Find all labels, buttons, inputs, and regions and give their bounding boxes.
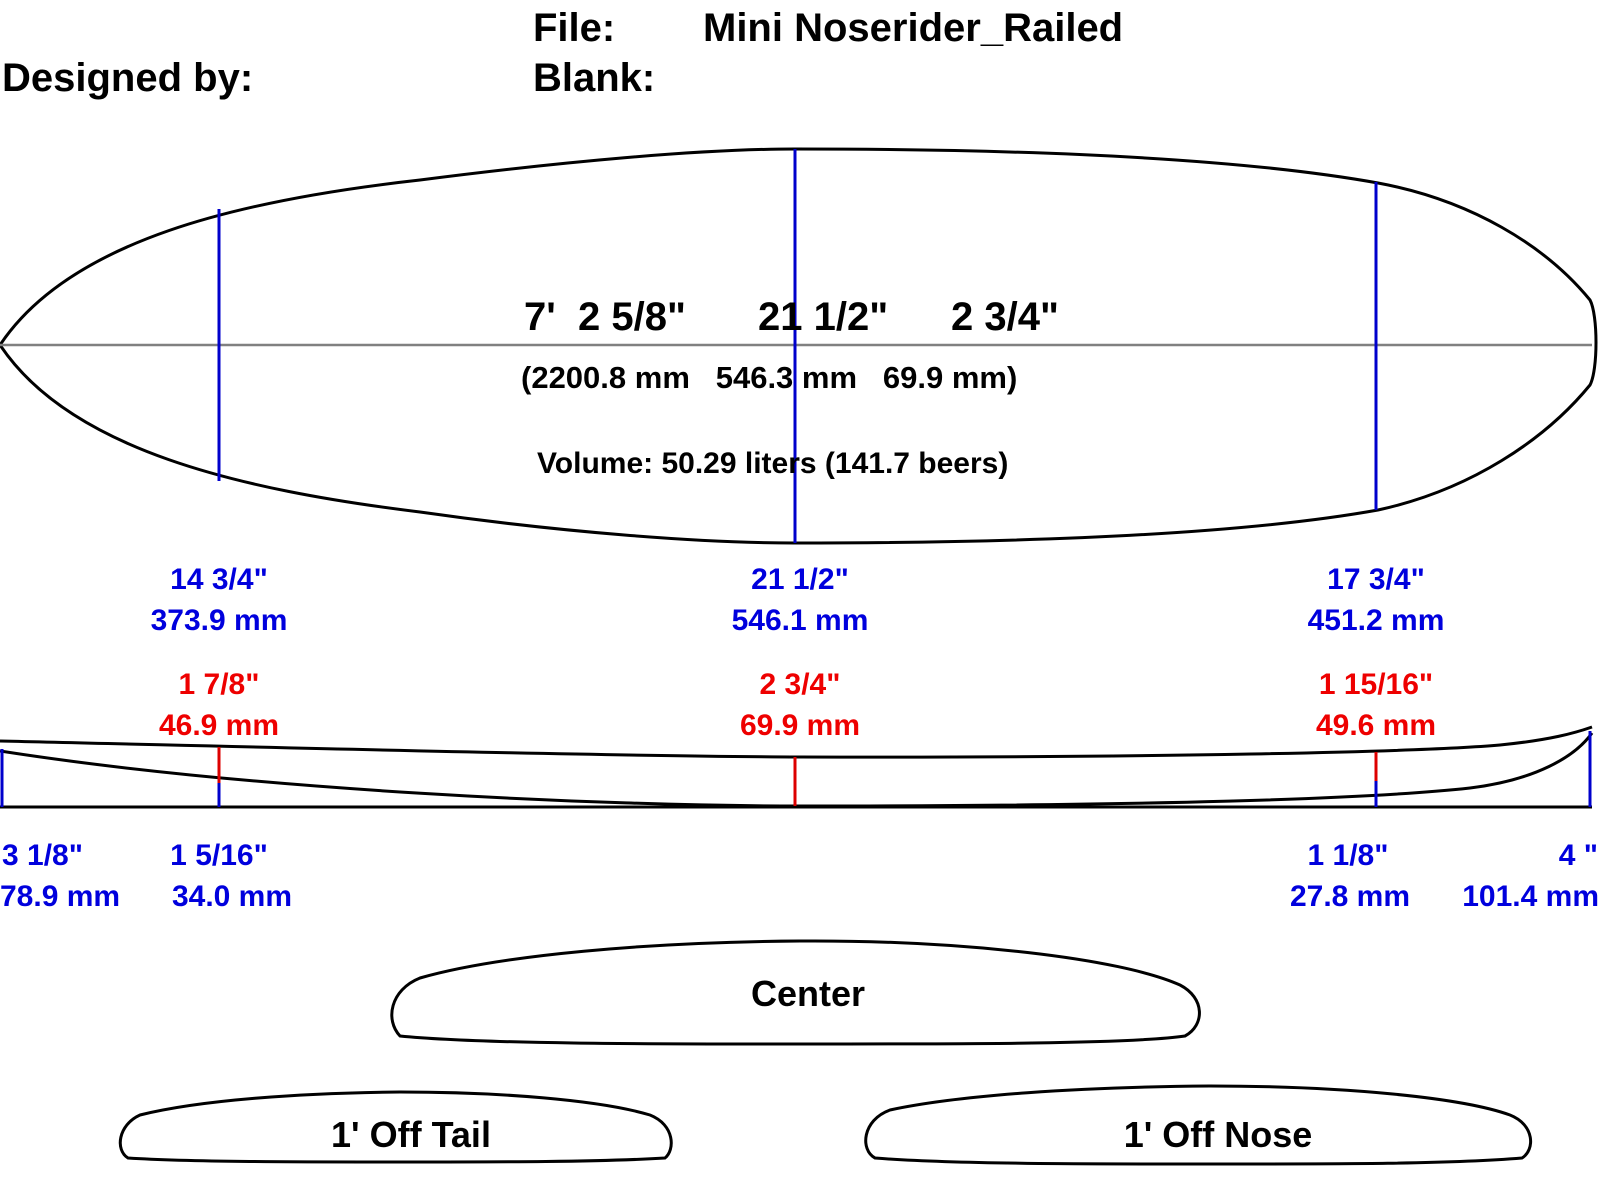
width-metric-center: 546.1 mm <box>732 604 869 637</box>
file-label: File: <box>533 6 615 50</box>
section-nose <box>864 1084 1533 1166</box>
section-tail-label: 1' Off Tail <box>331 1114 491 1155</box>
file-name: Mini Noserider_Railed <box>703 6 1123 50</box>
section-center <box>390 939 1201 1046</box>
section-tail <box>118 1090 673 1164</box>
rocker-metric-tail: 34.0 mm <box>172 880 292 913</box>
rocker-label-tail: 1 5/16" <box>170 839 268 872</box>
width-metric-nose: 451.2 mm <box>1308 604 1445 637</box>
width-imperial: 21 1/2" <box>758 295 888 339</box>
rocker-label-nose: 1 1/8" <box>1308 839 1389 872</box>
thickness-metric-center: 69.9 mm <box>740 709 860 742</box>
thickness-label-nose: 1 15/16" <box>1319 668 1433 701</box>
width-label-nose: 17 3/4" <box>1327 563 1425 596</box>
length-imperial: 7' 2 5/8" <box>524 295 686 339</box>
rocker-metric-tail-end: 78.9 mm <box>0 880 120 913</box>
section-nose-label: 1' Off Nose <box>1124 1114 1313 1155</box>
blank-label: Blank: <box>533 56 655 100</box>
rocker-label-tail-end: 3 1/8" <box>2 839 83 872</box>
metric-summary: (2200.8 mm 546.3 mm 69.9 mm) <box>521 360 1017 395</box>
thickness-metric-nose: 49.6 mm <box>1316 709 1436 742</box>
width-metric-tail: 373.9 mm <box>151 604 288 637</box>
thickness-imperial: 2 3/4" <box>951 295 1059 339</box>
rocker-label-nose-end: 4 " <box>1559 839 1598 872</box>
deck-line <box>0 725 1593 759</box>
rocker-metric-nose-end: 101.4 mm <box>1462 880 1599 913</box>
designed-by-label: Designed by: <box>2 56 253 100</box>
thickness-metric-tail: 46.9 mm <box>159 709 279 742</box>
thickness-label-tail: 1 7/8" <box>179 668 260 701</box>
section-center-label: Center <box>751 973 865 1014</box>
thickness-label-center: 2 3/4" <box>760 668 841 701</box>
rocker-metric-nose: 27.8 mm <box>1290 880 1410 913</box>
bottom-rocker-line <box>0 732 1594 808</box>
width-label-center: 21 1/2" <box>751 563 849 596</box>
volume-text: Volume: 50.29 liters (141.7 beers) <box>537 447 1008 480</box>
board-outline <box>0 147 1598 545</box>
width-label-tail: 14 3/4" <box>170 563 268 596</box>
